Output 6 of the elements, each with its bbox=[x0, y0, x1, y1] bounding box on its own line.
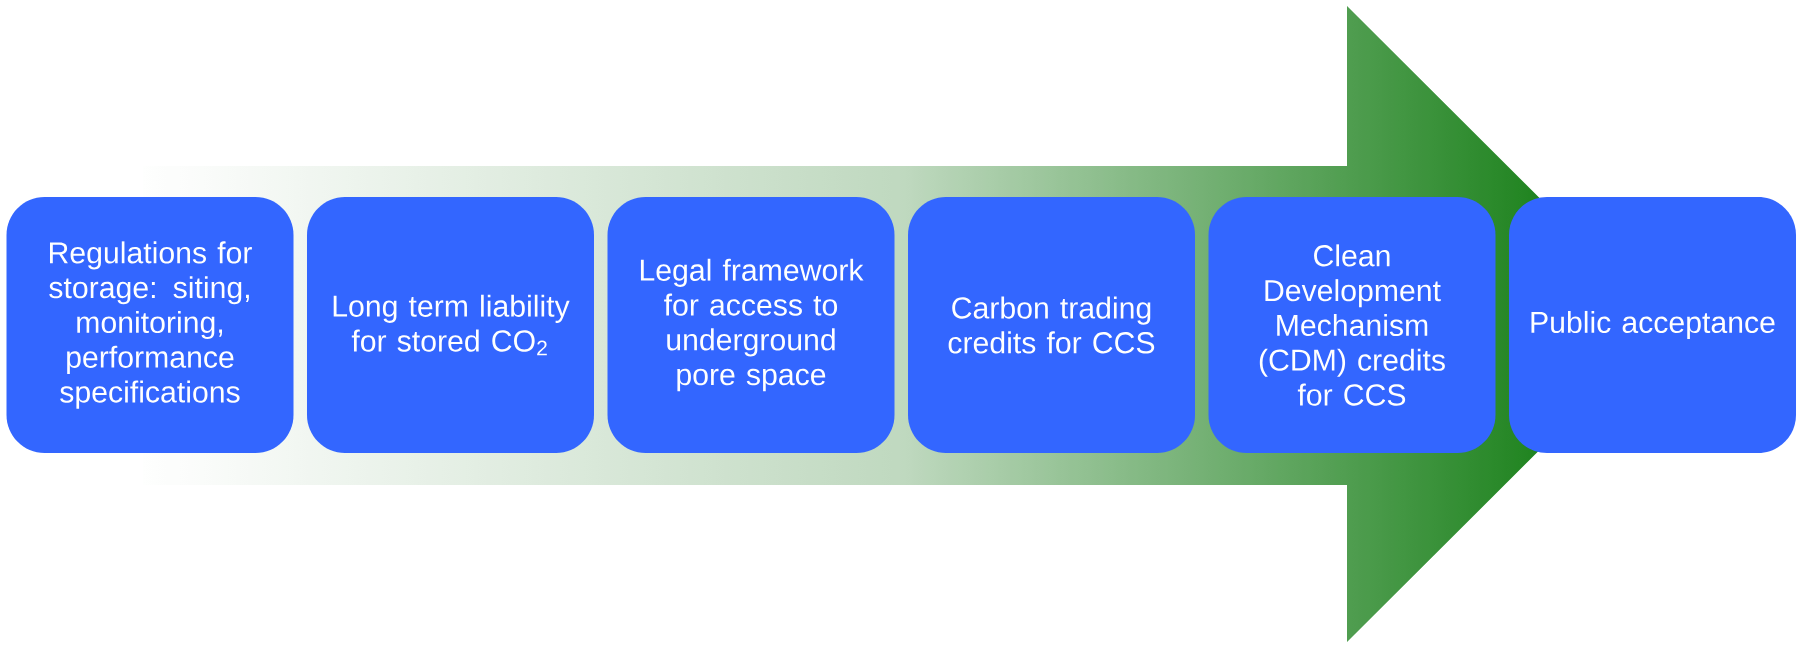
process-box: Legal framework for access to underground pore space bbox=[607, 197, 895, 453]
process-box: Regulations for storage: siting, monitoring, performance specifications bbox=[6, 197, 294, 453]
process-box: Carbon trading credits for CCS bbox=[908, 197, 1195, 453]
process-box: Clean Development Mechanism (CDM) credits for CCS bbox=[1208, 197, 1496, 453]
process-box: Long term liability for stored CO$_{2}$ bbox=[307, 197, 594, 453]
process-box: Public acceptance bbox=[1509, 197, 1796, 453]
